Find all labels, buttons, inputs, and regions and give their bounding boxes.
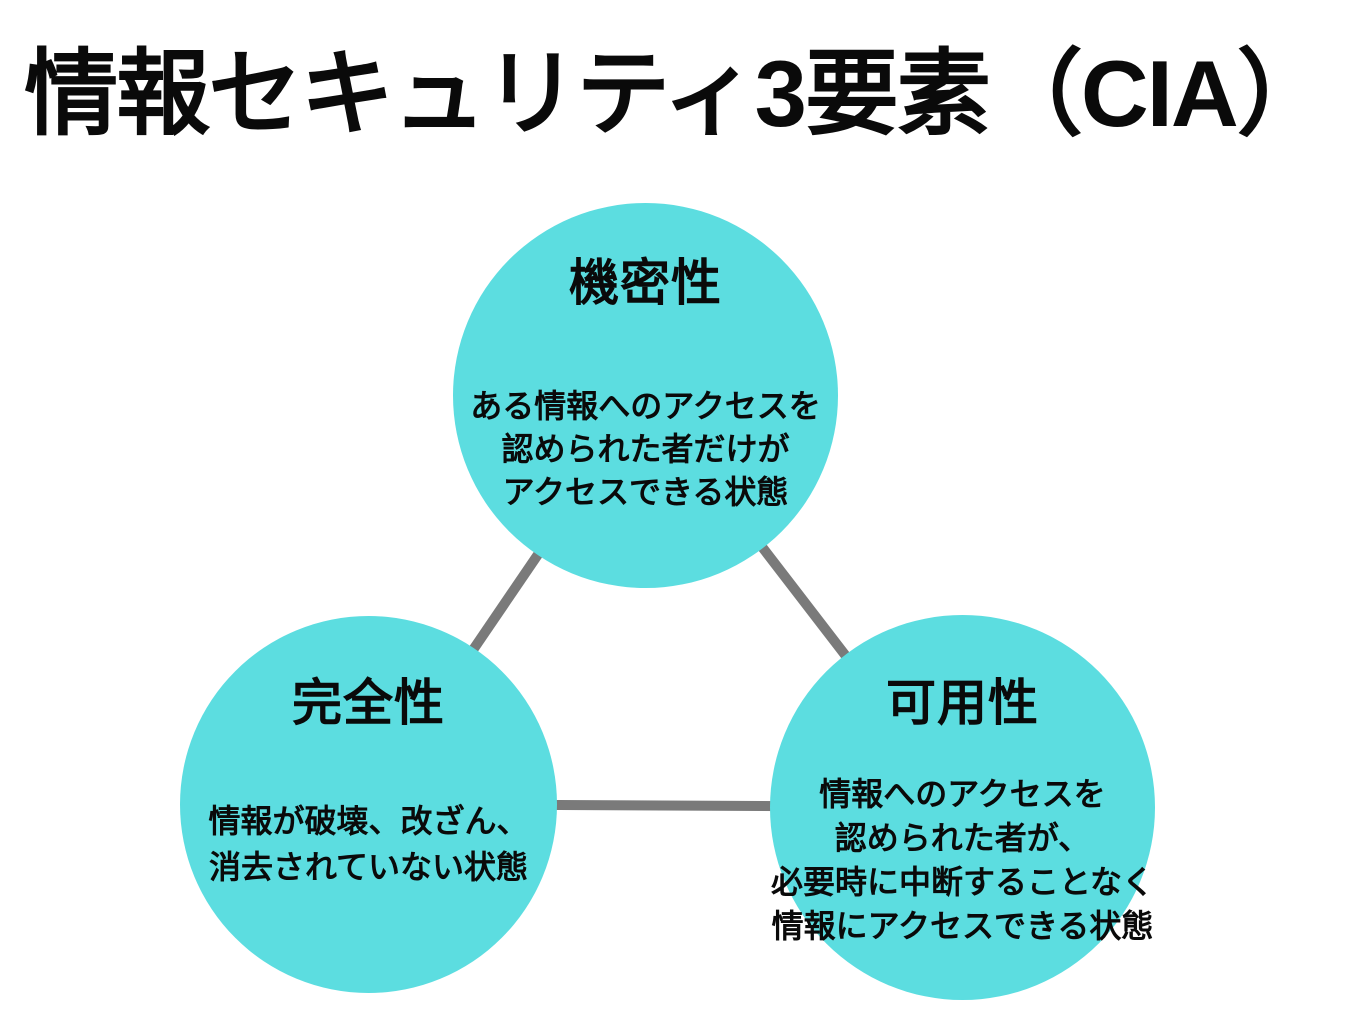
node-confidentiality-label: 機密性 [569, 255, 722, 311]
node-availability-description: 情報へのアクセスを 認められた者が、 必要時に中断することなく 情報にアクセスで… [770, 776, 1155, 944]
node-availability: 可用性 情報へのアクセスを 認められた者が、 必要時に中断することなく 情報にア… [770, 615, 1155, 1000]
node-integrity-label: 完全性 [292, 675, 445, 731]
node-confidentiality-description: ある情報へのアクセスを 認められた者だけが アクセスできる状態 [470, 388, 821, 510]
node-integrity-description: 情報が破壊、改ざん、 消去されていない状態 [208, 803, 529, 885]
node-confidentiality: 機密性 ある情報へのアクセスを 認められた者だけが アクセスできる状態 [453, 203, 838, 588]
node-integrity: 完全性 情報が破壊、改ざん、 消去されていない状態 [180, 616, 557, 993]
node-availability-label: 可用性 [886, 675, 1039, 731]
page-title: 情報セキュリティ3要素（CIA） [24, 41, 1331, 146]
